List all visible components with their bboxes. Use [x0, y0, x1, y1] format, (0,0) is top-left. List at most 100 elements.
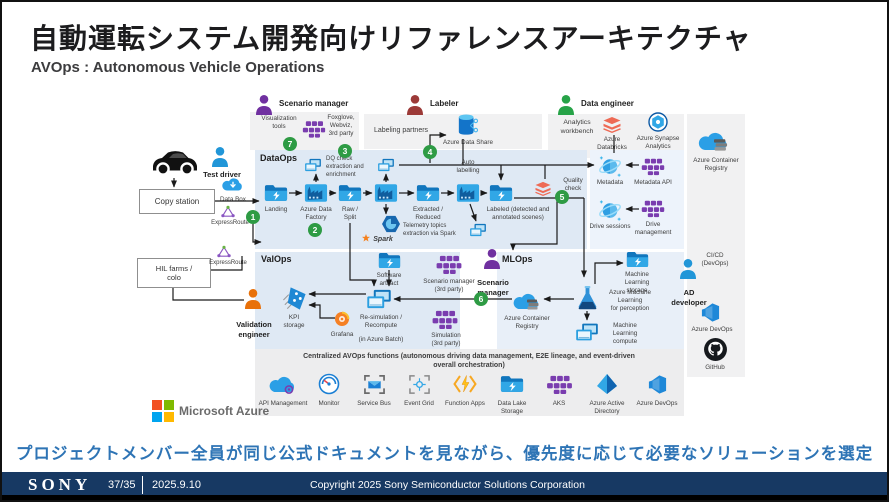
spark-hex-icon — [381, 215, 401, 233]
service-bus-icon — [363, 374, 386, 395]
footer-divider — [142, 476, 143, 494]
step-badge-7: 7 — [283, 137, 297, 151]
test-driver-label: Test driver — [203, 170, 241, 179]
footer-bar: SONY 37/35 2025.9.10 Copyright 2025 Sony… — [2, 472, 887, 499]
scenario-manager-top-icon — [254, 94, 274, 116]
ml-storage-icon — [626, 250, 649, 269]
sony-logo: SONY — [28, 475, 92, 494]
hil-farms: HIL farms /colo — [137, 258, 211, 288]
simulation-3p-icon — [431, 309, 459, 330]
software-artifact-icon — [378, 251, 401, 270]
step-badge-4: 4 — [423, 145, 437, 159]
azure-container-registry-ml-icon — [512, 290, 542, 313]
drive-sessions-label: Drive sessions — [589, 223, 631, 230]
function-apps-label: Function Apps — [445, 400, 485, 407]
expressroute-1-label: ExpressRoute — [211, 220, 249, 226]
azure-data-share-label: Azure Data Share — [442, 139, 494, 146]
metadata-icon — [597, 155, 623, 178]
page-title: 自動運転システム開発向けリファレンスアーキテクチャ — [30, 23, 752, 54]
key-message: プロジェクトメンバー全員が同じ公式ドキュメントを見ながら、優先度に応じて必要なソ… — [15, 445, 874, 463]
spark-logo-label: Spark — [373, 236, 393, 243]
scenario-manager-mid-icon — [482, 248, 502, 270]
drive-management-icon — [640, 199, 666, 218]
api-management-icon — [268, 374, 298, 395]
monitor-label: Monitor — [318, 400, 340, 407]
azure-ml-flask-icon — [576, 285, 599, 310]
azure-devops-right-label: Azure DevOps — [691, 326, 733, 333]
azure-devops-right-icon — [700, 302, 721, 323]
github-label: GitHub — [705, 364, 725, 371]
page-number: 37/35 — [108, 479, 136, 491]
ml-compute-icon — [575, 322, 599, 342]
factory-2-icon — [374, 183, 398, 203]
data-engineer-label: Data engineer — [581, 99, 634, 108]
monitor-icon — [318, 373, 340, 395]
azure-devops-bottom-icon — [647, 374, 668, 395]
azure-synapse-icon — [648, 112, 668, 132]
dataops-panel-title: DataOps — [260, 153, 298, 163]
azure-databricks-icon — [601, 116, 623, 133]
step-badge-1: 1 — [246, 210, 260, 224]
landing-icon — [264, 183, 288, 203]
raw-split-label: Raw /Split — [341, 206, 359, 222]
azure-active-directory-icon — [596, 373, 618, 395]
service-bus-label: Service Bus — [357, 400, 391, 407]
extracted-reduced-icon — [416, 183, 440, 203]
auto-labelling-factory-icon — [456, 183, 480, 203]
labeler-label: Labeler — [430, 99, 459, 108]
scenario-manager-3p-icon — [435, 254, 463, 275]
test-driver-icon — [210, 146, 230, 168]
ad-developer-icon — [678, 258, 698, 280]
drive-sessions-icon — [597, 199, 623, 222]
viz-cluster-icon — [302, 119, 326, 139]
labeled-scenes-icon — [489, 183, 513, 203]
simulation-3p-label: Simulation(3rd party) — [431, 332, 461, 348]
step-badge-2: 2 — [308, 223, 322, 237]
re-simulation-label: Re-simulation /Recompute — [360, 314, 402, 330]
step-badge-6: 6 — [474, 292, 488, 306]
labeler-icon — [405, 94, 425, 116]
step-badge-5: 5 — [555, 190, 569, 204]
valops-panel-title: ValOps — [261, 254, 292, 264]
microsoft-azure-label: Microsoft Azure — [179, 403, 270, 418]
metadata-label: Metadata — [596, 179, 624, 186]
devops-panel — [687, 114, 745, 377]
event-grid-label: Event Grid — [404, 400, 434, 407]
copyright-text: Copyright 2025 Sony Semiconductor Soluti… — [310, 479, 585, 491]
github-icon — [703, 337, 728, 362]
car-icon — [148, 149, 200, 176]
copy-station: Copy station — [139, 189, 215, 214]
grafana-icon — [334, 311, 350, 327]
data-engineer-icon — [556, 94, 576, 116]
aks-label: AKS — [552, 400, 566, 407]
page-subtitle: AVOps : Autonomous Vehicle Operations — [31, 59, 325, 76]
extracted-reduced-label: Extracted /Reduced — [412, 206, 444, 222]
step-badge-3: 3 — [338, 144, 352, 158]
data-box-icon — [221, 176, 245, 193]
expressroute-1-icon — [220, 205, 236, 218]
cicd-devops-label: CI/CD(DevOps) — [701, 252, 729, 268]
microsoft-azure-logo: Microsoft Azure — [152, 400, 269, 422]
grafana-label: Grafana — [330, 331, 354, 338]
data-lake-storage-icon — [500, 374, 524, 394]
api-management-label: API Management — [258, 400, 308, 407]
expressroute-2-label: ExpressRoute — [209, 260, 247, 266]
